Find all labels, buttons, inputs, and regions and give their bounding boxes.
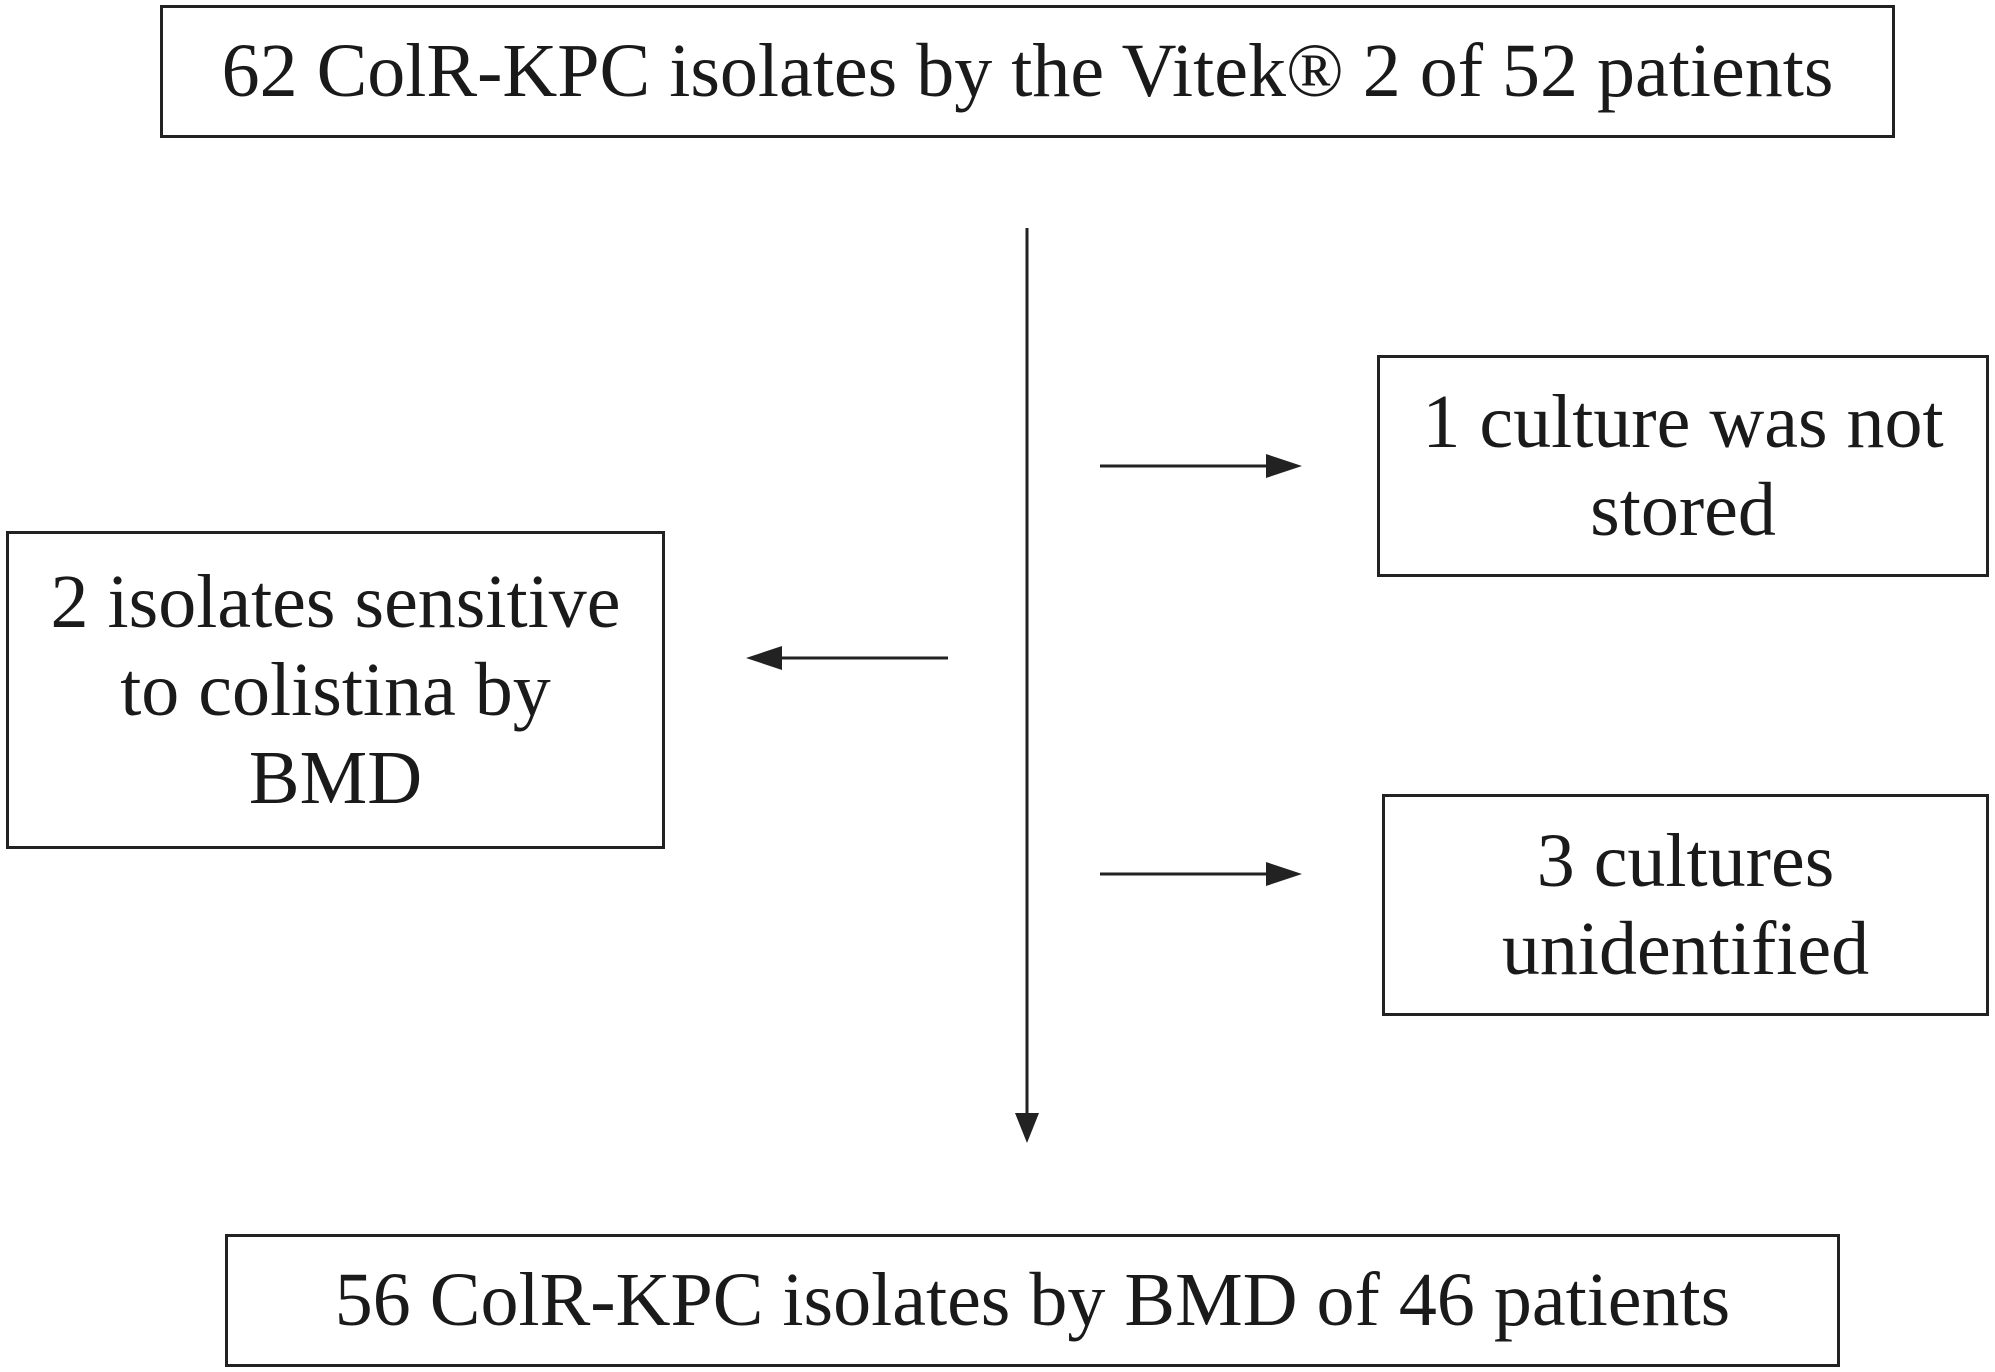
excluded-sensitive-line: BMD	[248, 736, 423, 821]
arrow-to-unidentified-head	[1266, 862, 1302, 886]
result-isolates-box: 56 ColR-KPC isolates by BMD of 46 patien…	[225, 1234, 1840, 1367]
excluded-sensitive-box: 2 isolates sensitive to colistina by BMD	[6, 531, 665, 849]
source-isolates-box: 62 ColR-KPC isolates by the Vitek® 2 of …	[160, 5, 1895, 138]
excluded-unidentified-line: unidentified	[1501, 907, 1870, 991]
source-isolates-text: 62 ColR-KPC isolates by the Vitek® 2 of …	[221, 29, 1834, 114]
result-isolates-text: 56 ColR-KPC isolates by BMD of 46 patien…	[334, 1258, 1731, 1343]
excluded-sensitive-line: to colistina by	[120, 647, 551, 732]
excluded-not-stored-line: 1 culture was not	[1422, 379, 1944, 464]
excluded-unidentified-line: 3 cultures	[1536, 818, 1835, 903]
arrow-to-sensitive-head	[746, 646, 782, 670]
excluded-not-stored-box: 1 culture was not stored	[1377, 355, 1989, 577]
excluded-unidentified-box: 3 cultures unidentified	[1382, 794, 1989, 1016]
excluded-not-stored-line: stored	[1590, 468, 1776, 552]
excluded-sensitive-line: 2 isolates sensitive	[50, 559, 621, 644]
main-flow-arrowhead	[1015, 1113, 1039, 1143]
arrow-to-not-stored-head	[1266, 454, 1302, 478]
